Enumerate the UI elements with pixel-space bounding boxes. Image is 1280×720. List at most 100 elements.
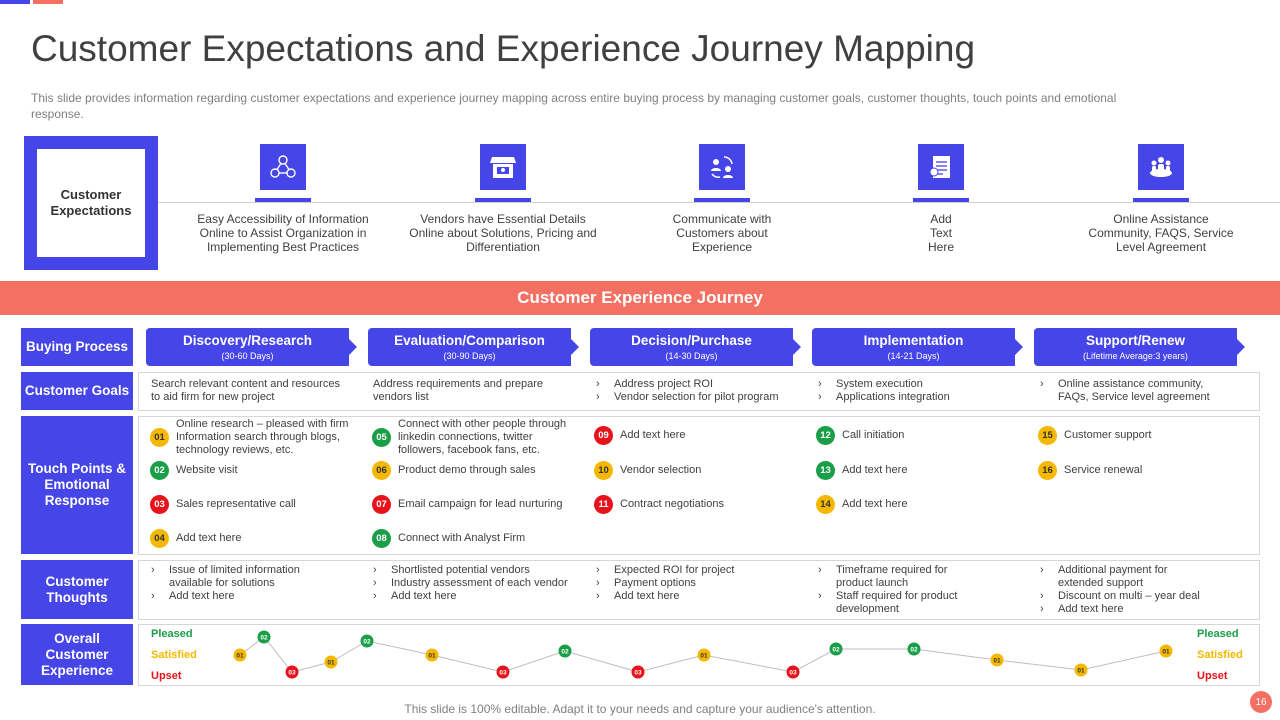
chevron-right-icon: › bbox=[151, 590, 155, 602]
thought-bullet: ›Payment options bbox=[596, 577, 796, 590]
touch-point-number: 15 bbox=[1038, 426, 1057, 445]
touch-point-number: 14 bbox=[816, 495, 835, 514]
expectation-underline bbox=[475, 198, 531, 202]
touch-point-number: 12 bbox=[816, 426, 835, 445]
page-title: Customer Expectations and Experience Jou… bbox=[31, 28, 976, 69]
stage-name: Implementation bbox=[863, 333, 964, 348]
expectation-underline bbox=[255, 198, 311, 202]
thought-bullet: ›Staff required for product development bbox=[818, 590, 968, 616]
experience-point-satisfied: 01 bbox=[1159, 644, 1173, 658]
touch-point-number: 06 bbox=[372, 461, 391, 480]
experience-curve-line bbox=[239, 636, 1167, 673]
touch-point-number: 16 bbox=[1038, 461, 1057, 480]
experience-point-upset: 03 bbox=[786, 665, 800, 679]
touch-point-number: 08 bbox=[372, 529, 391, 548]
touch-point-number: 09 bbox=[594, 426, 613, 445]
experience-point-marker bbox=[257, 630, 271, 644]
expectation-underline bbox=[1133, 198, 1189, 202]
touch-point-text: Service renewal bbox=[1064, 464, 1143, 476]
thoughts-decision: ›Expected ROI for project ›Payment optio… bbox=[596, 564, 796, 603]
touch-point-text: Call initiation bbox=[842, 429, 905, 441]
touch-point-text: Email campaign for lead nurturing bbox=[398, 498, 563, 510]
experience-point-upset: 03 bbox=[285, 665, 299, 679]
experience-point-label: 02 bbox=[910, 647, 918, 654]
touch-point: 04 Add text here bbox=[150, 529, 356, 548]
thought-bullet: ›Add text here bbox=[1040, 603, 1215, 616]
touch-point-text: Add text here bbox=[176, 532, 242, 544]
expectation-item-2: Vendors have Essential Details Online ab… bbox=[403, 144, 603, 254]
chevron-right-icon: › bbox=[596, 391, 600, 403]
stage-decision: Decision/Purchase (14-30 Days) bbox=[590, 328, 801, 366]
expectation-text: Easy Accessibility of Information Online… bbox=[197, 212, 369, 254]
legend-pleased-left: Pleased bbox=[151, 628, 193, 640]
goal-bullet-text: Vendor selection for pilot program bbox=[614, 391, 779, 403]
touch-point: 02 Website visit bbox=[150, 461, 356, 480]
experience-point-marker bbox=[360, 634, 374, 648]
experience-point-label: 03 bbox=[789, 670, 797, 677]
touch-point: 16 Service renewal bbox=[1038, 461, 1244, 480]
stage-discovery: Discovery/Research (30-60 Days) bbox=[146, 328, 357, 366]
footer-note: This slide is 100% editable. Adapt it to… bbox=[404, 702, 876, 716]
touch-point-number: 10 bbox=[594, 461, 613, 480]
stage-name: Decision/Purchase bbox=[631, 333, 752, 348]
journey-banner: Customer Experience Journey bbox=[0, 281, 1280, 315]
chevron-right-icon: › bbox=[1040, 590, 1044, 602]
chevron-right-icon: › bbox=[373, 564, 377, 576]
thought-text: Timeframe required for product launch bbox=[836, 564, 948, 589]
experience-point-label: 01 bbox=[993, 658, 1001, 665]
expectation-underline bbox=[913, 198, 969, 202]
experience-point-marker bbox=[1159, 644, 1173, 658]
chevron-right-icon: › bbox=[1040, 603, 1044, 615]
stage-days: (Lifetime Average:3 years) bbox=[1083, 351, 1188, 361]
legend-satisfied-left: Satisfied bbox=[151, 649, 197, 661]
touch-point-text: Product demo through sales bbox=[398, 464, 536, 476]
thought-bullet: ›Discount on multi – year deal bbox=[1040, 590, 1215, 603]
touch-point-number: 03 bbox=[150, 495, 169, 514]
touch-point-text: Online research – pleased with firm Info… bbox=[176, 417, 349, 456]
touch-point-text: Customer support bbox=[1064, 429, 1152, 441]
touch-point-number: 04 bbox=[150, 529, 169, 548]
goal-bullet: › Vendor selection for pilot program bbox=[596, 391, 796, 404]
goal-bullet-text: Applications integration bbox=[836, 391, 950, 403]
thought-bullet: ›Expected ROI for project bbox=[596, 564, 796, 577]
chevron-right-icon: › bbox=[596, 577, 600, 589]
thoughts-support: ›Additional payment for extended support… bbox=[1040, 564, 1215, 616]
experience-point-marker bbox=[907, 642, 921, 656]
touch-point-text: Add text here bbox=[842, 498, 908, 510]
thought-bullet: ›Issue of limited information available … bbox=[151, 564, 311, 590]
touch-point-number: 02 bbox=[150, 461, 169, 480]
goal-discovery: Search relevant content and resources to… bbox=[151, 378, 340, 403]
customer-expectations-box: Customer Expectations bbox=[24, 136, 158, 270]
touch-point-text: Vendor selection bbox=[620, 464, 702, 476]
customer-expectations-label: Customer Expectations bbox=[37, 149, 145, 257]
experience-point-marker bbox=[496, 665, 510, 679]
thought-bullet: ›Add text here bbox=[151, 590, 311, 603]
touch-point-text: Add text here bbox=[842, 464, 908, 476]
thought-text: Add text here bbox=[391, 590, 457, 602]
experience-point-pleased: 02 bbox=[360, 634, 374, 648]
touch-point-text: Website visit bbox=[176, 464, 238, 476]
customer-thoughts-box bbox=[138, 560, 1260, 620]
expectation-item-1: Easy Accessibility of Information Online… bbox=[183, 144, 383, 254]
experience-point-label: 03 bbox=[499, 670, 507, 677]
touch-point: 12 Call initiation bbox=[816, 426, 1022, 445]
community-group-icon bbox=[1138, 144, 1184, 190]
thought-text: Industry assessment of each vendor bbox=[391, 577, 568, 589]
expectation-text: Communicate with Customers about Experie… bbox=[672, 212, 772, 254]
stage-name: Discovery/Research bbox=[182, 333, 313, 348]
goal-bullet-text: Address project ROI bbox=[614, 378, 714, 390]
experience-point-marker bbox=[631, 665, 645, 679]
expectation-text: Add Text Here bbox=[927, 212, 954, 254]
goal-bullet: ›Applications integration bbox=[818, 391, 1018, 404]
experience-point-label: 01 bbox=[236, 653, 244, 660]
thought-text: Expected ROI for project bbox=[614, 564, 735, 576]
goal-bullet-text: System execution bbox=[836, 378, 923, 390]
thought-text: Staff required for product development bbox=[836, 590, 958, 615]
experience-point-label: 01 bbox=[1077, 668, 1085, 675]
touch-point: 14 Add text here bbox=[816, 495, 1022, 514]
expectation-item-4: Add Text Here bbox=[841, 144, 1041, 254]
